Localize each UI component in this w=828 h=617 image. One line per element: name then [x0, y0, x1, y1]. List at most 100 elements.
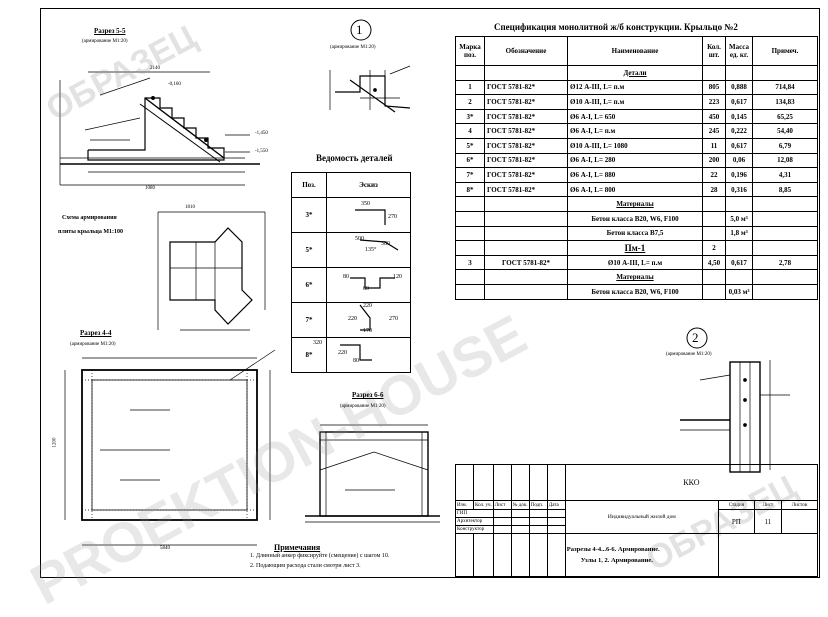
dim-level-1: -1,450 — [255, 131, 268, 136]
spec-cell-doc: ГОСТ 5781-82* — [484, 79, 568, 96]
details-dim: 220 — [338, 350, 347, 356]
tb-desc-2: Узлы 1, 2. Армирование. — [580, 557, 653, 564]
details-dim: 80 — [343, 274, 349, 280]
spec-section-materials2: Материалы — [567, 269, 703, 285]
spec-cell-mass: 0,316 — [725, 181, 753, 198]
spec-cell-pos: 8* — [455, 181, 485, 198]
spec-cell-note: 6,79 — [752, 137, 818, 154]
notes-title: Примечания — [274, 543, 321, 552]
spec-cell-doc: ГОСТ 5781-82* — [484, 181, 568, 198]
spec-cell-doc: ГОСТ 5781-82* — [484, 137, 568, 154]
tb-constr: Конструктор — [455, 525, 494, 534]
dim-s55-bot: 1080 — [145, 186, 155, 191]
spec-cell-qty: 200 — [702, 152, 726, 169]
spec-cell-note: 12,08 — [752, 152, 818, 169]
dim-s44-side: 1200 — [52, 437, 58, 448]
spec-col-note: Примеч. — [752, 36, 818, 66]
details-cell-pos: 5* — [291, 232, 327, 268]
note-1: 1. Длинный анкер фиксируйте (смещение) с… — [250, 553, 390, 559]
section-6-6-title: Разрез 6-6 — [352, 391, 384, 399]
tb-desc-1: Разрезы 4-4...6-6. Армирование. — [566, 546, 660, 553]
spec-cell-name: Ø10 А-III, L= п.м — [567, 94, 703, 110]
spec-col-mass: Масса ед. кг. — [725, 36, 753, 66]
tb-col-ndok: № док. — [510, 500, 530, 510]
dim-s44-bot: 5840 — [160, 546, 170, 551]
details-dim: 380 — [381, 241, 390, 247]
scheme-title: Схема армирования — [62, 215, 117, 221]
spec-cell-pos: 3* — [455, 108, 485, 125]
spec-cell-mass: 0,888 — [725, 79, 753, 96]
spec-cell-note: 65,25 — [752, 108, 818, 125]
spec-cell-name: Ø10 А-III, L= 1080 — [567, 137, 703, 154]
spec-cell-note: 54,40 — [752, 123, 818, 139]
node-2-number: 2 — [692, 330, 699, 345]
spec-cell-pos: 1 — [455, 79, 485, 96]
spec-cell-doc: ГОСТ 5781-82* — [484, 94, 568, 110]
spec-cell-mass: 0,145 — [725, 108, 753, 125]
spec-cell-name: Ø12 А-III, L= п.м — [567, 79, 703, 96]
dim-level-3: -0,160 — [168, 82, 181, 87]
tb-stage: РП — [717, 509, 756, 534]
spec-cell-note: 714,84 — [752, 79, 818, 96]
plate-scheme-graphic — [157, 211, 266, 331]
details-row: 5* 500 380 135° — [291, 232, 411, 268]
tb-arch: Архитектор — [455, 517, 494, 526]
details-dim: 500 — [355, 236, 364, 242]
spec-mat1: Бетон класса В20, W6, F100 — [567, 210, 703, 227]
section-5-5-graphic — [59, 71, 260, 186]
node-2-graphic — [680, 360, 790, 473]
title-block: ККО Изм. Кол. уч. Лист № док. Подп. Дата… — [455, 464, 819, 577]
dim-scheme-top: 1810 — [185, 205, 195, 210]
spec-cell-name: Ø6 А-I, L= 280 — [567, 152, 703, 169]
spec-cell-mass: 0,617 — [725, 137, 753, 154]
spec-mat3: Бетон класса В20, W6, F100 — [567, 283, 703, 300]
spec-mat3-value: 0,03 м³ — [725, 283, 753, 300]
tb-col-podp: Подп. — [528, 500, 548, 510]
spec-cell-qty: 22 — [702, 167, 726, 183]
details-cell-pos: 3* — [291, 197, 327, 233]
tb-col-list: Лист — [492, 500, 512, 510]
spec-cell-qty: 805 — [702, 79, 726, 96]
details-cell-pos: 6* — [291, 267, 327, 303]
node-1-subtitle: (армирование М1:20) — [330, 45, 376, 50]
section-4-4-subtitle: (армирование М1:20) — [70, 342, 116, 347]
tb-gip: ГИП — [455, 509, 494, 518]
spec-pm-row: 3 ГОСТ 5781-82* Ø10 А-III, L= п.м 4,50 0… — [455, 254, 818, 271]
section-4-4-graphic — [64, 349, 276, 546]
spec-section-details: Детали — [567, 65, 703, 81]
spec-cell-pos: 5* — [455, 137, 485, 154]
section-6-6-subtitle: (армирование М1:20) — [340, 404, 386, 409]
tb-stage-h: Стадия — [717, 500, 756, 510]
details-dim: 220 — [348, 316, 357, 322]
node-2-subtitle: (армирование М1:20) — [666, 352, 712, 357]
sheet-frame — [40, 8, 820, 578]
spec-mat2: Бетон класса В7,5 — [567, 225, 703, 242]
tb-sheet-h: Лист — [754, 500, 782, 510]
tb-code: ККО — [564, 464, 819, 501]
details-dim: 135° — [365, 247, 377, 253]
dim-level-2: -1,550 — [255, 149, 268, 154]
spec-cell-name: Ø6 А-I, L= 880 — [567, 167, 703, 183]
spec-cell-pos: 4 — [455, 123, 485, 139]
spec-mat1-value: 5,0 м³ — [725, 210, 753, 227]
spec-col-doc: Обозначение — [484, 36, 568, 66]
details-dim: 80 — [353, 358, 359, 364]
spec-cell-note: 8,85 — [752, 181, 818, 198]
spec-mat2-value: 1,8 м³ — [725, 225, 753, 242]
spec-cell-pos: 6* — [455, 152, 485, 169]
spec-cell-qty: 223 — [702, 94, 726, 110]
details-dim: 80 — [363, 286, 369, 292]
spec-cell-mass: 0,196 — [725, 167, 753, 183]
